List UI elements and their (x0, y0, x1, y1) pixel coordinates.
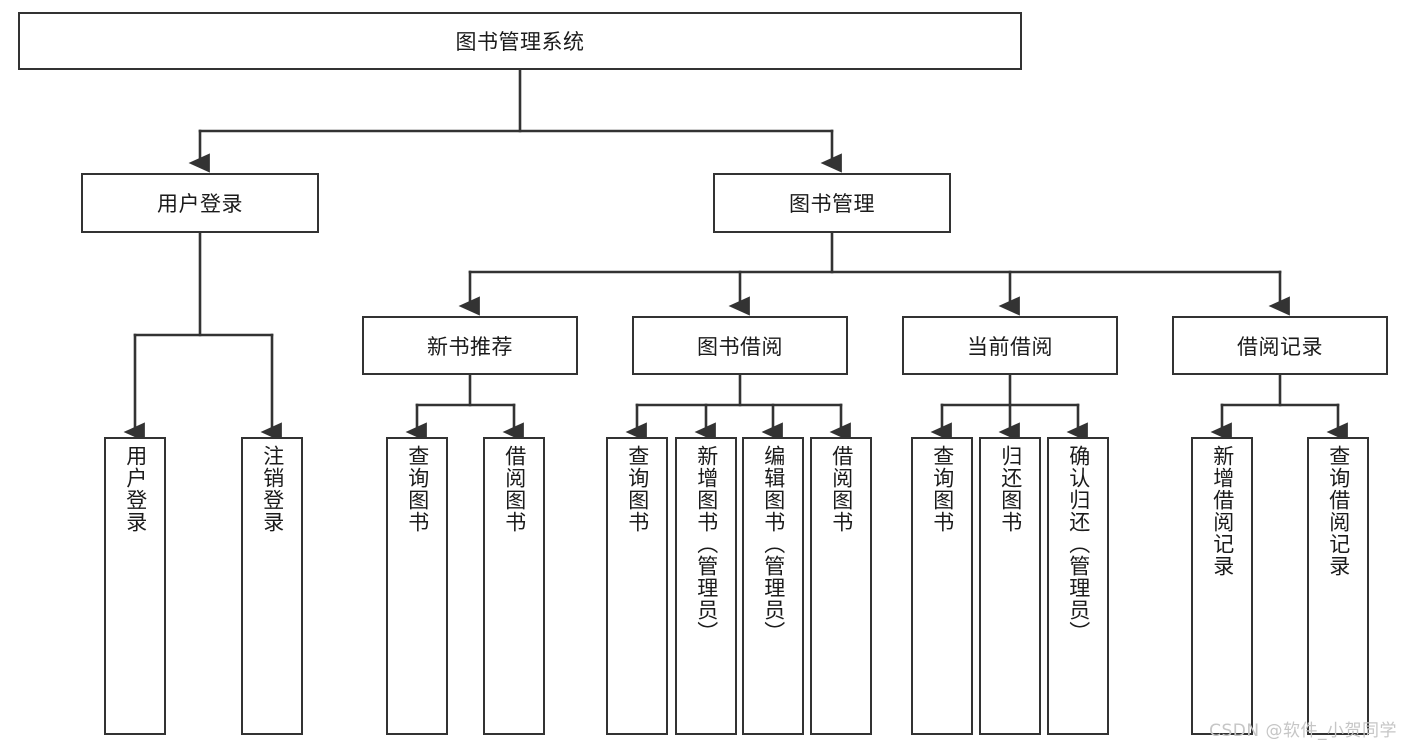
node-label: 查询借阅记录 (1326, 445, 1351, 577)
node-label: 新增借阅记录 (1210, 445, 1235, 577)
node-leaf-add-book-admin[interactable]: 新增图书（管理员） (675, 437, 737, 735)
node-leaf-query-book-3[interactable]: 查询图书 (911, 437, 973, 735)
node-label: 注销登录 (260, 445, 285, 533)
node-label: 查询图书 (405, 445, 430, 533)
node-label: 图书借阅 (697, 334, 783, 359)
node-leaf-query-book-1[interactable]: 查询图书 (386, 437, 448, 735)
node-root-book-management-system[interactable]: 图书管理系统 (18, 12, 1022, 70)
node-label: 借阅图书 (829, 445, 854, 533)
node-label: 归还图书 (998, 445, 1023, 533)
node-label: 用户登录 (123, 445, 148, 533)
node-label: 查询图书 (930, 445, 955, 533)
node-leaf-edit-book-admin[interactable]: 编辑图书（管理员） (742, 437, 804, 735)
node-label: 借阅图书 (502, 445, 527, 533)
node-label: 查询图书 (625, 445, 650, 533)
node-leaf-user-login[interactable]: 用户登录 (104, 437, 166, 735)
node-label: 编辑图书（管理员） (761, 445, 786, 643)
node-current-borrow[interactable]: 当前借阅 (902, 316, 1118, 375)
node-label: 图书管理 (789, 192, 875, 216)
node-label: 用户登录 (157, 192, 243, 216)
node-book-borrow[interactable]: 图书借阅 (632, 316, 848, 375)
node-label: 借阅记录 (1237, 334, 1323, 359)
node-label: 新书推荐 (427, 334, 513, 359)
node-leaf-borrow-book-2[interactable]: 借阅图书 (810, 437, 872, 735)
node-user-login[interactable]: 用户登录 (81, 173, 319, 233)
node-book-management[interactable]: 图书管理 (713, 173, 951, 233)
node-leaf-add-borrow-record[interactable]: 新增借阅记录 (1191, 437, 1253, 735)
watermark-text: CSDN @软件_小贺同学 (1209, 721, 1397, 741)
node-borrow-record[interactable]: 借阅记录 (1172, 316, 1388, 375)
node-label: 图书管理系统 (455, 30, 585, 54)
node-leaf-logout[interactable]: 注销登录 (241, 437, 303, 735)
node-new-book-recommend[interactable]: 新书推荐 (362, 316, 578, 375)
node-leaf-return-book[interactable]: 归还图书 (979, 437, 1041, 735)
node-leaf-query-book-2[interactable]: 查询图书 (606, 437, 668, 735)
node-leaf-query-borrow-record[interactable]: 查询借阅记录 (1307, 437, 1369, 735)
node-label: 新增图书（管理员） (694, 445, 719, 643)
node-label: 当前借阅 (967, 334, 1053, 359)
node-leaf-borrow-book-1[interactable]: 借阅图书 (483, 437, 545, 735)
node-label: 确认归还（管理员） (1066, 445, 1091, 643)
node-leaf-confirm-return-admin[interactable]: 确认归还（管理员） (1047, 437, 1109, 735)
